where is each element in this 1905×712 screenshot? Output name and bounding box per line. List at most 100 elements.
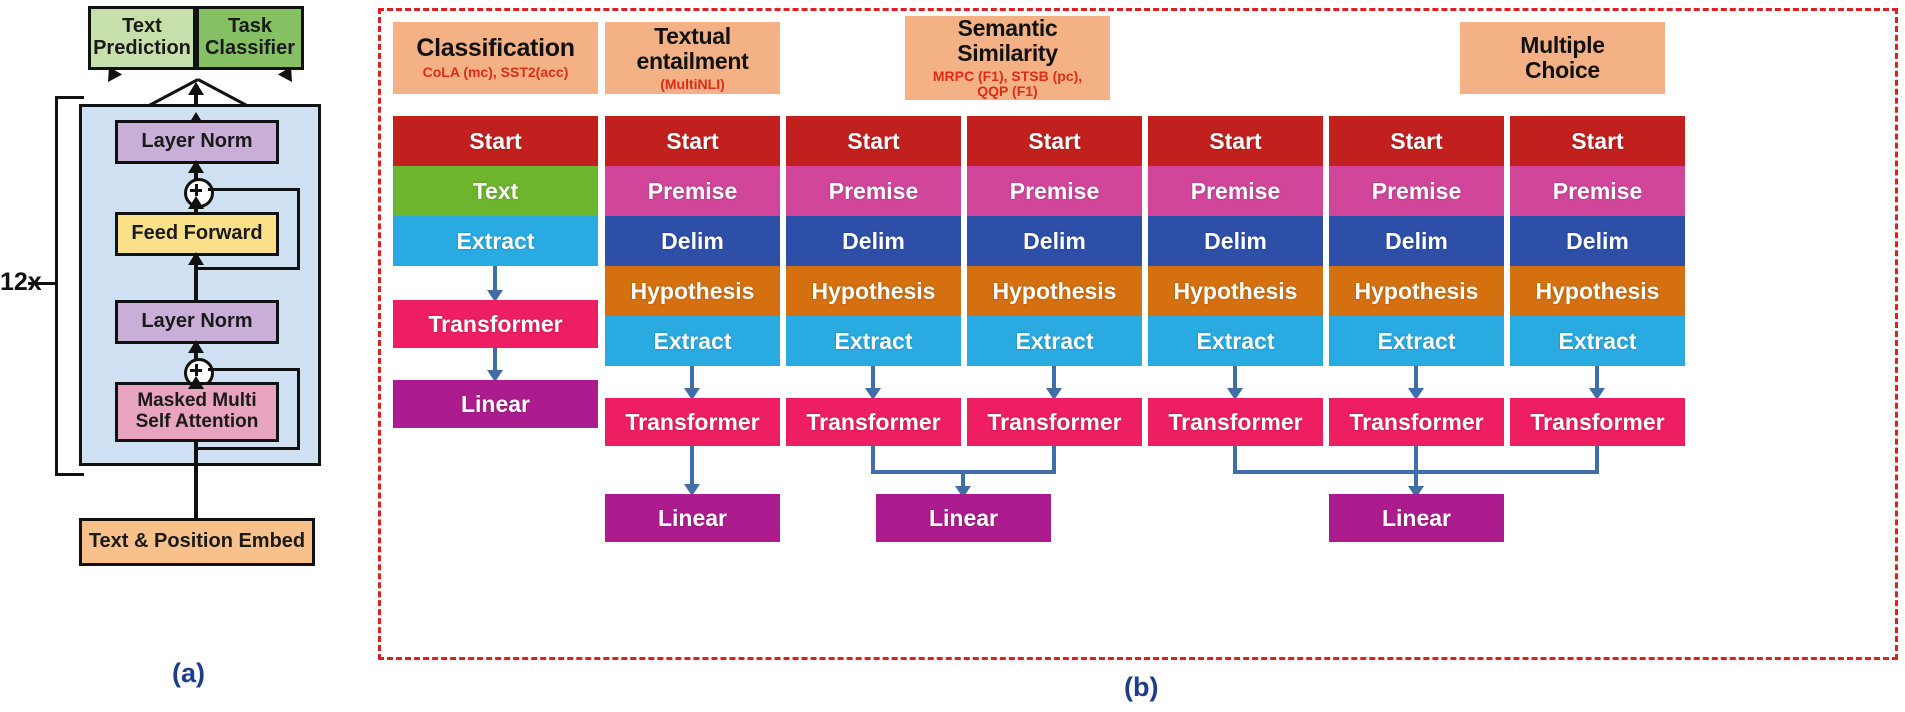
residual-skip-1-right: [297, 368, 300, 450]
col7-token-extract: Extract: [1510, 316, 1685, 366]
col3-line-extract-transformer: [871, 366, 875, 392]
col3-token-delim: Delim: [786, 216, 961, 266]
col5-token-extract: Extract: [1148, 316, 1323, 366]
col3-token-premise: Premise: [786, 166, 961, 216]
col4-token-delim: Delim: [967, 216, 1142, 266]
col3-transformer: Transformer: [786, 398, 961, 446]
line-embed-to-attention: [194, 442, 198, 466]
header-semantic-similarity-title1: Semantic: [957, 15, 1058, 41]
col2-transformer: Transformer: [605, 398, 780, 446]
masked-attention-line1: Masked Multi: [137, 390, 257, 412]
col7-token-delim: Delim: [1510, 216, 1685, 266]
col5-token-start: Start: [1148, 116, 1323, 166]
col4-arrow-extract-transformer: [1046, 388, 1062, 400]
arrowhead-embed-attention: [188, 376, 204, 389]
col2-linear: Linear: [605, 494, 780, 542]
header-classification: Classification CoLA (mc), SST2(acc): [393, 22, 598, 94]
col7-transformer: Transformer: [1510, 398, 1685, 446]
residual-skip-1-bottom: [194, 447, 300, 450]
col2-token-premise: Premise: [605, 166, 780, 216]
line-ffn-to-add2: [194, 202, 198, 216]
col6-token-hypothesis: Hypothesis: [1329, 266, 1504, 316]
col1-line-transformer-linear: [493, 348, 497, 374]
col1-token-start: Start: [393, 116, 598, 166]
col6-transformer: Transformer: [1329, 398, 1504, 446]
col3-token-extract: Extract: [786, 316, 961, 366]
sem-merge-center-down: [961, 470, 965, 490]
col4-token-premise: Premise: [967, 166, 1142, 216]
header-textual-entailment-title1: Textual: [654, 22, 731, 49]
mc-merge-right-down: [1595, 446, 1599, 474]
residual-skip-2-top: [208, 188, 300, 191]
mc-merge-center-down: [1414, 470, 1418, 490]
header-multiple-choice-title1: Multiple: [1520, 32, 1605, 59]
col2-arrow-extract-transformer: [684, 388, 700, 400]
col6-token-delim: Delim: [1329, 216, 1504, 266]
arrowhead-stem-to-heads: [188, 82, 204, 95]
col1-token-extract: Extract: [393, 216, 598, 266]
header-multiple-choice: Multiple Choice: [1460, 22, 1665, 94]
col3-arrow-extract-transformer: [865, 388, 881, 400]
col4-token-start: Start: [967, 116, 1142, 166]
col6-line-extract-transformer: [1414, 366, 1418, 392]
col1-transformer: Transformer: [393, 300, 598, 348]
head-text-prediction-line2: Prediction: [93, 37, 191, 59]
head-task-classifier-line2: Classifier: [204, 37, 296, 59]
col2-line-transformer-linear: [690, 446, 694, 488]
col6-token-premise: Premise: [1329, 166, 1504, 216]
line-add2-to-ln2: [194, 164, 198, 182]
arrowhead-ln1-ffn: [188, 252, 204, 265]
block-layer-norm-2: Layer Norm: [115, 120, 279, 164]
col5-line-extract-transformer: [1233, 366, 1237, 392]
residual-skip-2-right: [297, 188, 300, 270]
col7-token-premise: Premise: [1510, 166, 1685, 216]
col2-line-extract-transformer: [690, 366, 694, 392]
repeat-tick: [28, 282, 56, 285]
line-embed-stem: [194, 462, 198, 522]
arrowhead-add1-ln1: [188, 340, 204, 353]
header-classification-datasets: CoLA (mc), SST2(acc): [422, 64, 569, 81]
col4-token-hypothesis: Hypothesis: [967, 266, 1142, 316]
col7-token-hypothesis: Hypothesis: [1510, 266, 1685, 316]
col6-token-extract: Extract: [1329, 316, 1504, 366]
col1-token-text: Text: [393, 166, 598, 216]
header-semantic-similarity-datasets1: MRPC (F1), STSB (pc),: [932, 67, 1083, 84]
header-multiple-choice-title2: Choice: [1525, 57, 1600, 83]
block-feed-forward: Feed Forward: [115, 212, 279, 256]
masked-attention-line2: Self Attention: [135, 411, 259, 432]
panel-a-label: (a): [172, 658, 205, 688]
col7-token-start: Start: [1510, 116, 1685, 166]
col2-arrow-transformer-linear: [684, 484, 700, 496]
header-textual-entailment: Textual entailment (MultiNLI): [605, 22, 780, 94]
col1-linear: Linear: [393, 380, 598, 428]
head-text-prediction: Text Prediction: [88, 6, 196, 70]
col1-arrow-transformer-linear: [487, 370, 503, 382]
mc-merge-mid-down: [1414, 446, 1418, 474]
residual-skip-1-top: [208, 368, 300, 371]
panel-b: [378, 8, 1898, 660]
col4-line-extract-transformer: [1052, 366, 1056, 392]
header-textual-entailment-title2: entailment: [636, 47, 749, 74]
col5-token-premise: Premise: [1148, 166, 1323, 216]
col5-token-delim: Delim: [1148, 216, 1323, 266]
col6-token-start: Start: [1329, 116, 1504, 166]
col6-arrow-extract-transformer: [1408, 388, 1424, 400]
col7-arrow-extract-transformer: [1589, 388, 1605, 400]
col2-token-delim: Delim: [605, 216, 780, 266]
multiple-choice-linear: Linear: [1329, 494, 1504, 542]
block-text-position-embed: Text & Position Embed: [79, 518, 315, 566]
header-textual-entailment-datasets: (MultiNLI): [660, 75, 725, 92]
line-ln1-to-ffn: [194, 256, 198, 300]
col5-arrow-extract-transformer: [1227, 388, 1243, 400]
col2-token-hypothesis: Hypothesis: [605, 266, 780, 316]
col4-token-extract: Extract: [967, 316, 1142, 366]
col7-line-extract-transformer: [1595, 366, 1599, 392]
header-classification-title: Classification: [416, 34, 575, 63]
line-add1-to-ln1: [194, 344, 198, 362]
header-semantic-similarity-datasets2: QQP (F1): [977, 83, 1038, 100]
col5-token-hypothesis: Hypothesis: [1148, 266, 1323, 316]
panel-b-label: (b): [1124, 672, 1159, 702]
semantic-linear: Linear: [876, 494, 1051, 542]
block-masked-self-attention: Masked Multi Self Attention: [115, 382, 279, 442]
